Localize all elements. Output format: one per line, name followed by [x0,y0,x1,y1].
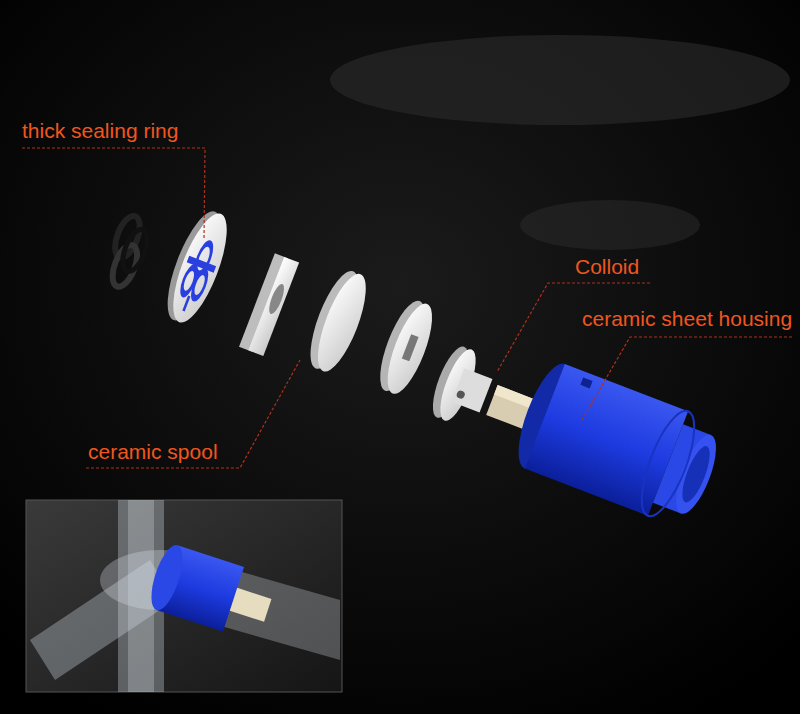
haze [520,200,700,250]
part-label: Colloid [575,255,639,279]
haze [330,35,790,125]
ceramic-sheet-housing [508,357,729,531]
inset-faucet [26,500,342,692]
part-label: ceramic sheet housing [582,307,792,331]
part-label: ceramic spool [88,440,218,464]
part-label: thick sealing ring [22,119,178,143]
colloid-disk [426,342,500,431]
leader-lines [22,148,792,468]
ceramic-spool [301,266,376,377]
o-rings [100,213,156,292]
base-disk [157,205,238,328]
ceramic-plate [239,253,299,356]
slotted-disk [371,296,441,399]
